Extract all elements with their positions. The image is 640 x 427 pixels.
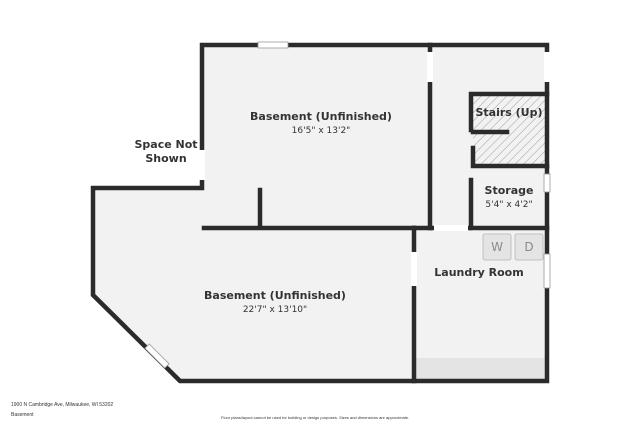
laundry-name: Laundry Room: [434, 266, 523, 279]
door-storage: [434, 225, 468, 231]
basement-bottom-name: Basement (Unfinished): [204, 289, 346, 302]
dryer-label: D: [524, 240, 533, 254]
utility-strip: [416, 358, 545, 379]
space-not-shown-line2: Shown: [145, 152, 186, 165]
window-storage: [543, 173, 551, 193]
window-top: [257, 41, 289, 49]
floor-basement-bottom: [93, 188, 414, 381]
opening-upper-right: [544, 52, 550, 82]
footer-disclaimer: Floor plans/layout cannot be used for bu…: [221, 415, 410, 420]
floor-areas: [93, 45, 547, 381]
window-diagonal: [144, 343, 170, 369]
basement-bottom-dims: 22'7" x 13'10": [243, 305, 307, 315]
storage-dims: 5'4" x 4'2": [485, 200, 532, 210]
dryer-icon: [514, 233, 544, 261]
room-labels: Basement (Unfinished) 16'5" x 13'2" Spac…: [134, 106, 542, 315]
window-laundry: [543, 253, 551, 289]
basement-top-name: Basement (Unfinished): [250, 110, 392, 123]
basement-top-dims: 16'5" x 13'2": [292, 126, 351, 136]
wall-stairs-box: [468, 91, 550, 133]
appliances: W D: [482, 233, 544, 261]
washer-icon: [482, 233, 512, 261]
space-not-shown-line1: Space Not: [134, 138, 197, 151]
footer-address: 1900 N Cambridge Ave, Milwaukee, WI 5320…: [11, 402, 114, 408]
wall-stairs-lower: [470, 145, 550, 169]
outer-wall: [90, 42, 550, 384]
washer-label: W: [491, 240, 503, 254]
opening-upper-divider: [427, 52, 433, 82]
storage-name: Storage: [485, 184, 534, 197]
openings: [144, 41, 551, 369]
opening-space-not-shown: [199, 150, 205, 180]
door-laundry: [411, 252, 417, 286]
footer-level: Basement: [11, 412, 34, 418]
wall-storage: [468, 177, 550, 231]
floor-laundry: [414, 228, 547, 381]
floor-basement-top: [202, 45, 547, 228]
stairs-name: Stairs (Up): [475, 106, 542, 119]
